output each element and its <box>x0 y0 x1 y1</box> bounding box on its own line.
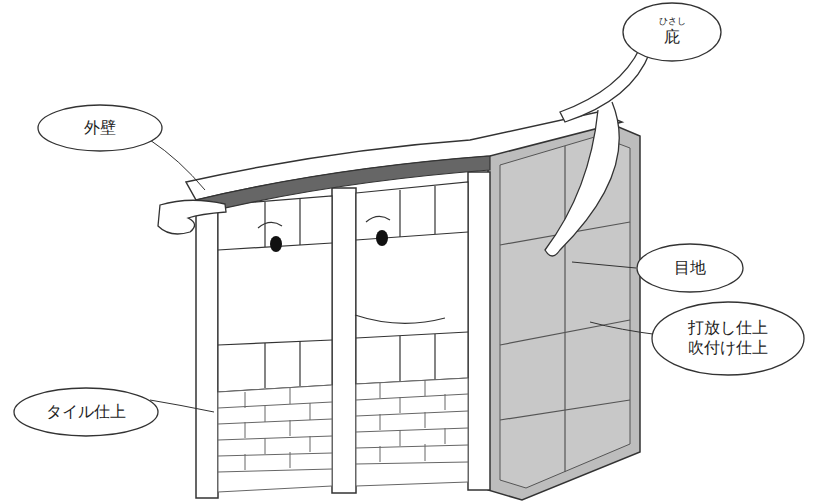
front-frame <box>196 172 490 498</box>
bubble-content: 外壁 <box>84 118 116 139</box>
bubble-ellipse <box>623 3 721 61</box>
canopy-underside <box>196 156 490 214</box>
callout-bubble: ひさし庇 <box>622 2 722 62</box>
bubble-content: 打放し仕上 吹付け仕上 <box>683 318 773 360</box>
callout-text: 庇 <box>659 27 686 48</box>
furigana: ひさし <box>659 17 686 27</box>
tile-leader <box>150 400 214 412</box>
bubble-ellipse <box>652 302 804 375</box>
bubble-ellipse <box>14 388 158 436</box>
callout-bubble: タイル仕上 <box>13 387 159 437</box>
joint-lines <box>500 146 630 472</box>
callout-bubble: 打放し仕上 吹付け仕上 <box>651 301 805 376</box>
bubble-content: 目地 <box>674 258 706 279</box>
callout-bubble: 外壁 <box>37 104 163 152</box>
side-wall <box>488 120 640 500</box>
bubble-ellipse <box>637 244 743 292</box>
side-panel <box>500 136 630 488</box>
canopy-top <box>186 112 622 200</box>
callout-text: 打放し仕上 吹付け仕上 <box>683 318 773 360</box>
bubble-content: タイル仕上 <box>46 402 126 423</box>
callout-text: 目地 <box>674 258 706 279</box>
pointing-hand <box>158 200 226 234</box>
callout-bubble: 目地 <box>636 243 744 293</box>
arm-leader <box>545 102 619 256</box>
tile-finish <box>218 378 468 492</box>
wall-leader <box>150 140 205 190</box>
face <box>258 216 445 323</box>
windows <box>218 182 468 392</box>
callout-text: 外壁 <box>84 118 116 139</box>
joint-leader <box>572 262 636 268</box>
bubble-content: ひさし庇 <box>659 17 686 48</box>
finish-leader <box>590 322 660 335</box>
callout-text: タイル仕上 <box>46 402 126 423</box>
bubble-ellipse <box>38 105 162 151</box>
